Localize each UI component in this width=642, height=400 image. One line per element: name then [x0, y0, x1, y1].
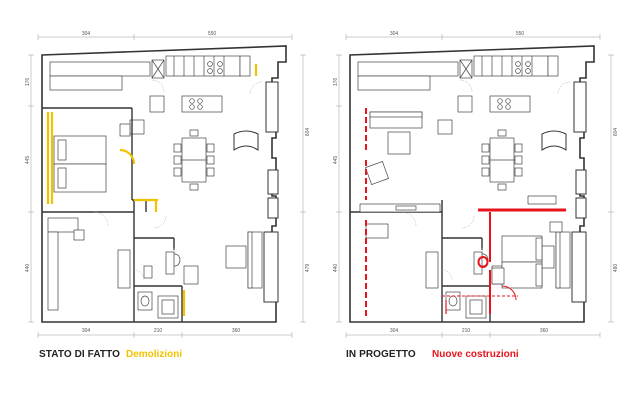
dim-bottom-2: 210 [154, 328, 163, 334]
dim-left-2: 445 [25, 156, 31, 165]
dim-top-1: 304 [82, 31, 91, 37]
dim-top-2: 550 [208, 31, 217, 37]
dim-bottom-3: 360 [232, 328, 241, 334]
dim-left-3: 440 [25, 264, 31, 273]
dim-right-2: 479 [305, 264, 311, 273]
plan-project: 304 550 304 210 360 176 445 440 604 480 [333, 31, 619, 339]
dim-right-1: 604 [305, 128, 311, 137]
dim-right-2: 480 [613, 264, 619, 273]
legend-demolitions: Demolizioni [126, 349, 183, 360]
dim-bottom-2: 210 [462, 328, 471, 334]
dim-bottom-3: 360 [540, 328, 549, 334]
floor-plans-drawing: 304 550 304 210 360 176 445 440 604 479 [25, 31, 619, 339]
dim-left-2: 445 [333, 156, 339, 165]
plan-title-existing: STATO DI FATTO [39, 349, 121, 360]
plan-title-project: IN PROGETTO [346, 349, 416, 360]
dim-left-1: 176 [25, 78, 31, 87]
dim-left-1: 176 [333, 78, 339, 87]
dim-top-2: 550 [516, 31, 525, 37]
dim-left-3: 440 [333, 264, 339, 273]
demolition-walls [46, 64, 258, 316]
dim-right-1: 604 [613, 128, 619, 137]
dim-bottom-1: 304 [390, 328, 399, 334]
legend-new-construction: Nuove costruzioni [432, 349, 519, 360]
dim-top-1: 304 [390, 31, 399, 37]
plan-existing: 304 550 304 210 360 176 445 440 604 479 [25, 31, 311, 339]
dim-bottom-1: 304 [82, 328, 91, 334]
new-walls [365, 108, 566, 318]
